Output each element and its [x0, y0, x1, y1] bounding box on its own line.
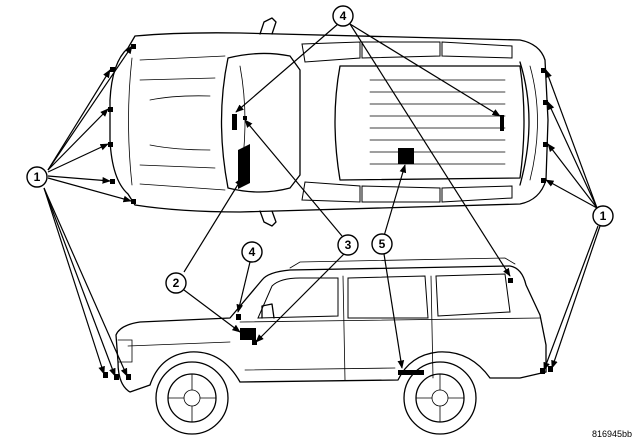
callout-5: 5 [371, 233, 393, 255]
callout-5-label: 5 [379, 237, 386, 251]
leader-lines [43, 23, 601, 377]
vehicle-top-view [109, 17, 549, 227]
figure-id: 816945bb [592, 429, 632, 439]
top-view-markers [108, 44, 548, 204]
callout-1-left: 1 [26, 166, 48, 188]
callout-1-right: 1 [592, 205, 614, 227]
callout-4-side: 4 [241, 241, 263, 263]
callout-2-label: 2 [173, 276, 180, 290]
callout-1-right-label: 1 [600, 209, 607, 223]
callout-4-top-label: 4 [340, 9, 347, 23]
callout-4-top: 4 [332, 5, 354, 27]
callout-3-label: 3 [345, 238, 352, 252]
side-view-markers [103, 278, 553, 380]
callout-3: 3 [337, 234, 359, 256]
callout-4-side-label: 4 [249, 245, 256, 259]
callout-2: 2 [165, 272, 187, 294]
roof-rails [369, 79, 506, 165]
vehicle-side-view [115, 257, 547, 435]
callout-1-left-label: 1 [34, 170, 41, 184]
